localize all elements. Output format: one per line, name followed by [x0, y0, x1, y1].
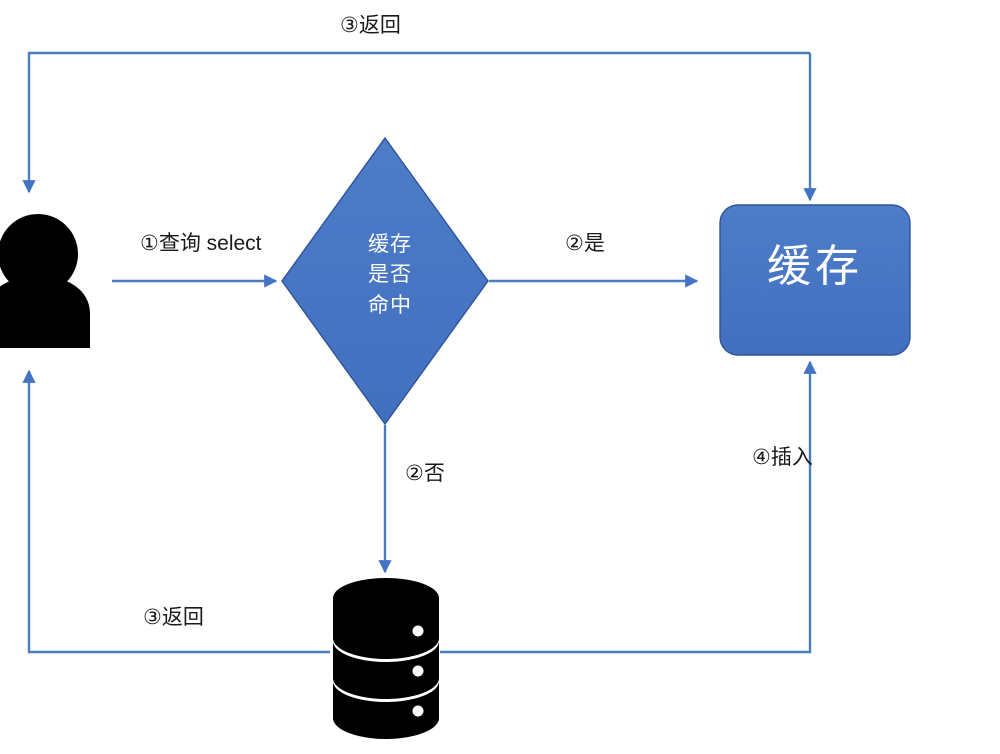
edge-label-query: ①查询 select	[140, 232, 262, 255]
edge-insert	[440, 360, 817, 654]
edge-label-insert: ④插入	[752, 446, 813, 469]
person-icon	[0, 214, 90, 348]
edge-label-hit-no: ②否	[405, 462, 445, 485]
edge-return-top	[22, 51, 810, 194]
edge-return-bottom	[22, 369, 330, 654]
database-icon	[333, 578, 439, 739]
edge-label-hit-yes: ②是	[565, 232, 605, 255]
decision-diamond[interactable]	[281, 136, 489, 426]
edge-label-return-top: ③返回	[340, 14, 401, 37]
cache-box[interactable]	[719, 204, 911, 356]
edge-label-return-bottom: ③返回	[143, 606, 204, 629]
